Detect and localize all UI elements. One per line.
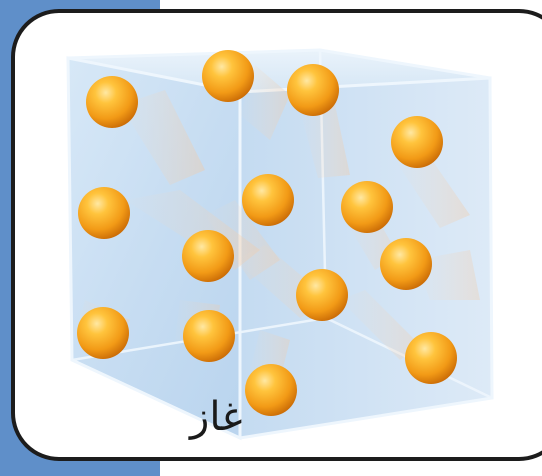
gas-particle <box>78 187 130 239</box>
gas-particle <box>287 64 339 116</box>
gas-label: غاز <box>188 394 242 440</box>
gas-particle <box>341 181 393 233</box>
gas-particle <box>242 174 294 226</box>
gas-particle <box>380 238 432 290</box>
gas-particle <box>296 269 348 321</box>
gas-particle <box>245 364 297 416</box>
gas-particle <box>182 230 234 282</box>
gas-particle <box>405 332 457 384</box>
gas-particle <box>77 307 129 359</box>
gas-particle <box>86 76 138 128</box>
gas-particle <box>202 50 254 102</box>
gas-particle <box>183 310 235 362</box>
gas-particle <box>391 116 443 168</box>
